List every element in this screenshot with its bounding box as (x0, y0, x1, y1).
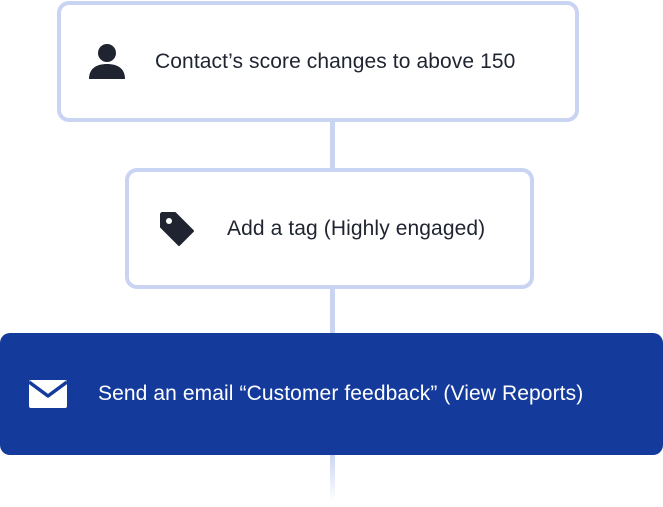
step-label: Send an email “Customer feedback” (View … (98, 382, 584, 405)
step-label: Add a tag (Highly engaged) (227, 216, 486, 240)
add-tag-step-card[interactable]: Add a tag (Highly engaged) (125, 168, 534, 289)
connector-line (330, 453, 335, 501)
tag-icon (155, 210, 199, 248)
send-email-step-card[interactable]: Send an email “Customer feedback” (View … (0, 333, 663, 455)
envelope-icon (26, 379, 70, 409)
connector-line (330, 120, 335, 170)
trigger-step-card[interactable]: Contact’s score changes to above 150 (57, 1, 579, 122)
person-icon (85, 42, 129, 82)
step-label: Contact’s score changes to above 150 (155, 49, 516, 73)
connector-line (330, 287, 335, 335)
